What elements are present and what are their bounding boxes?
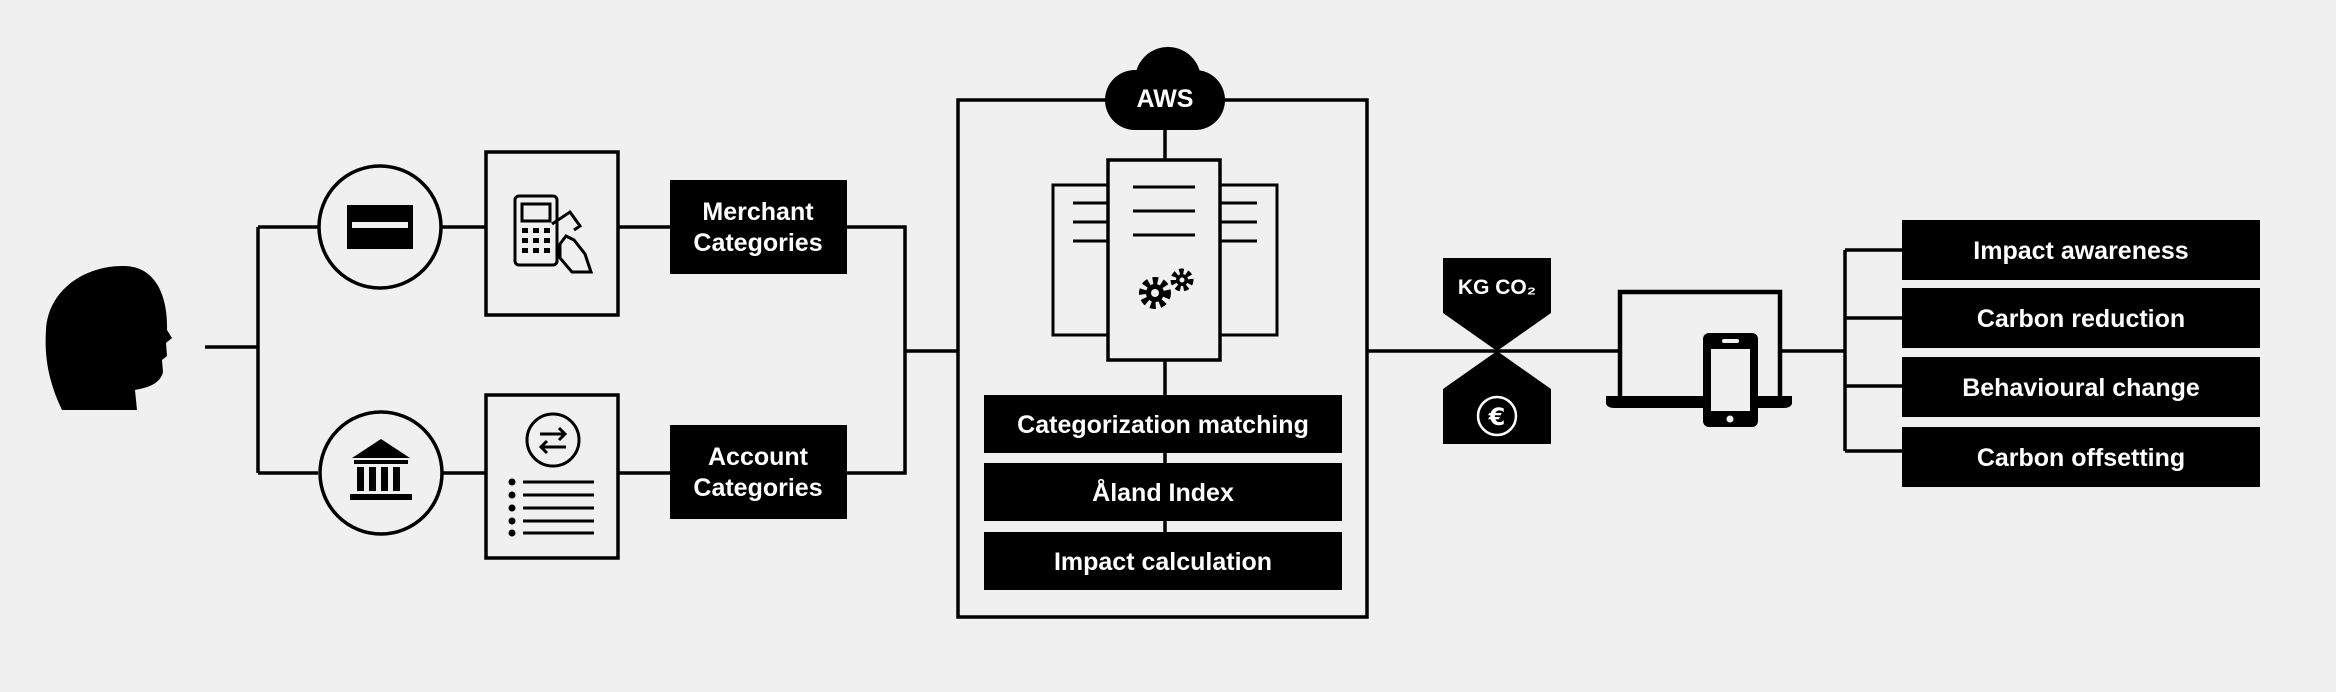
hourglass-bottom (1443, 351, 1551, 389)
statement-box (484, 393, 620, 560)
cloud-icon (1105, 47, 1225, 130)
outcome-label: Behavioural change (1962, 374, 2200, 402)
bank-icon (350, 439, 412, 500)
outcome-1: Impact awareness (1902, 220, 2260, 280)
merchant-label-line1: Merchant (702, 198, 814, 226)
bank-circle (318, 410, 444, 536)
payment-terminal-box (484, 150, 620, 317)
processing-step-2: Åland Index (984, 463, 1342, 521)
processing-step-1: Categorization matching (984, 395, 1342, 453)
co2-euro-conversion: KG CO₂ € (1443, 258, 1551, 444)
account-categories-label: Account Categories (670, 425, 847, 519)
account-label-line2: Categories (693, 474, 822, 502)
bank-statement-icon (508, 412, 594, 537)
credit-card-icon (347, 205, 413, 249)
outcome-4: Carbon offsetting (1902, 427, 2260, 487)
processing-step-3: Impact calculation (984, 532, 1342, 590)
aws-processing-frame: AWS Categorization matching Åland Index (956, 47, 1369, 619)
outcome-label: Carbon reduction (1977, 305, 2185, 333)
euro-icon: € (1476, 395, 1518, 437)
outcome-label: Carbon offsetting (1977, 444, 2185, 472)
aws-label: AWS (1137, 85, 1194, 113)
kg-co2-label: KG CO₂ (1458, 276, 1536, 299)
merchant-label-line2: Categories (693, 229, 822, 257)
step-label: Åland Index (1092, 478, 1234, 507)
outcome-3: Behavioural change (1902, 357, 2260, 417)
gears-icon (1139, 268, 1194, 309)
account-label-line1: Account (708, 443, 809, 471)
svg-text:€: € (1488, 403, 1506, 431)
laptop-phone-icon (1606, 289, 1792, 427)
merchant-categories-label: Merchant Categories (670, 180, 847, 274)
outcome-2: Carbon reduction (1902, 288, 2260, 348)
server-documents-icon (1051, 158, 1279, 362)
hourglass-top (1443, 313, 1551, 351)
person-head-icon (45, 265, 172, 410)
step-label: Categorization matching (1017, 411, 1309, 439)
card-circle (317, 164, 443, 290)
payment-terminal-icon (513, 194, 594, 274)
connector-lines (205, 225, 1902, 475)
outcome-label: Impact awareness (1973, 237, 2188, 265)
step-label: Impact calculation (1054, 548, 1272, 576)
